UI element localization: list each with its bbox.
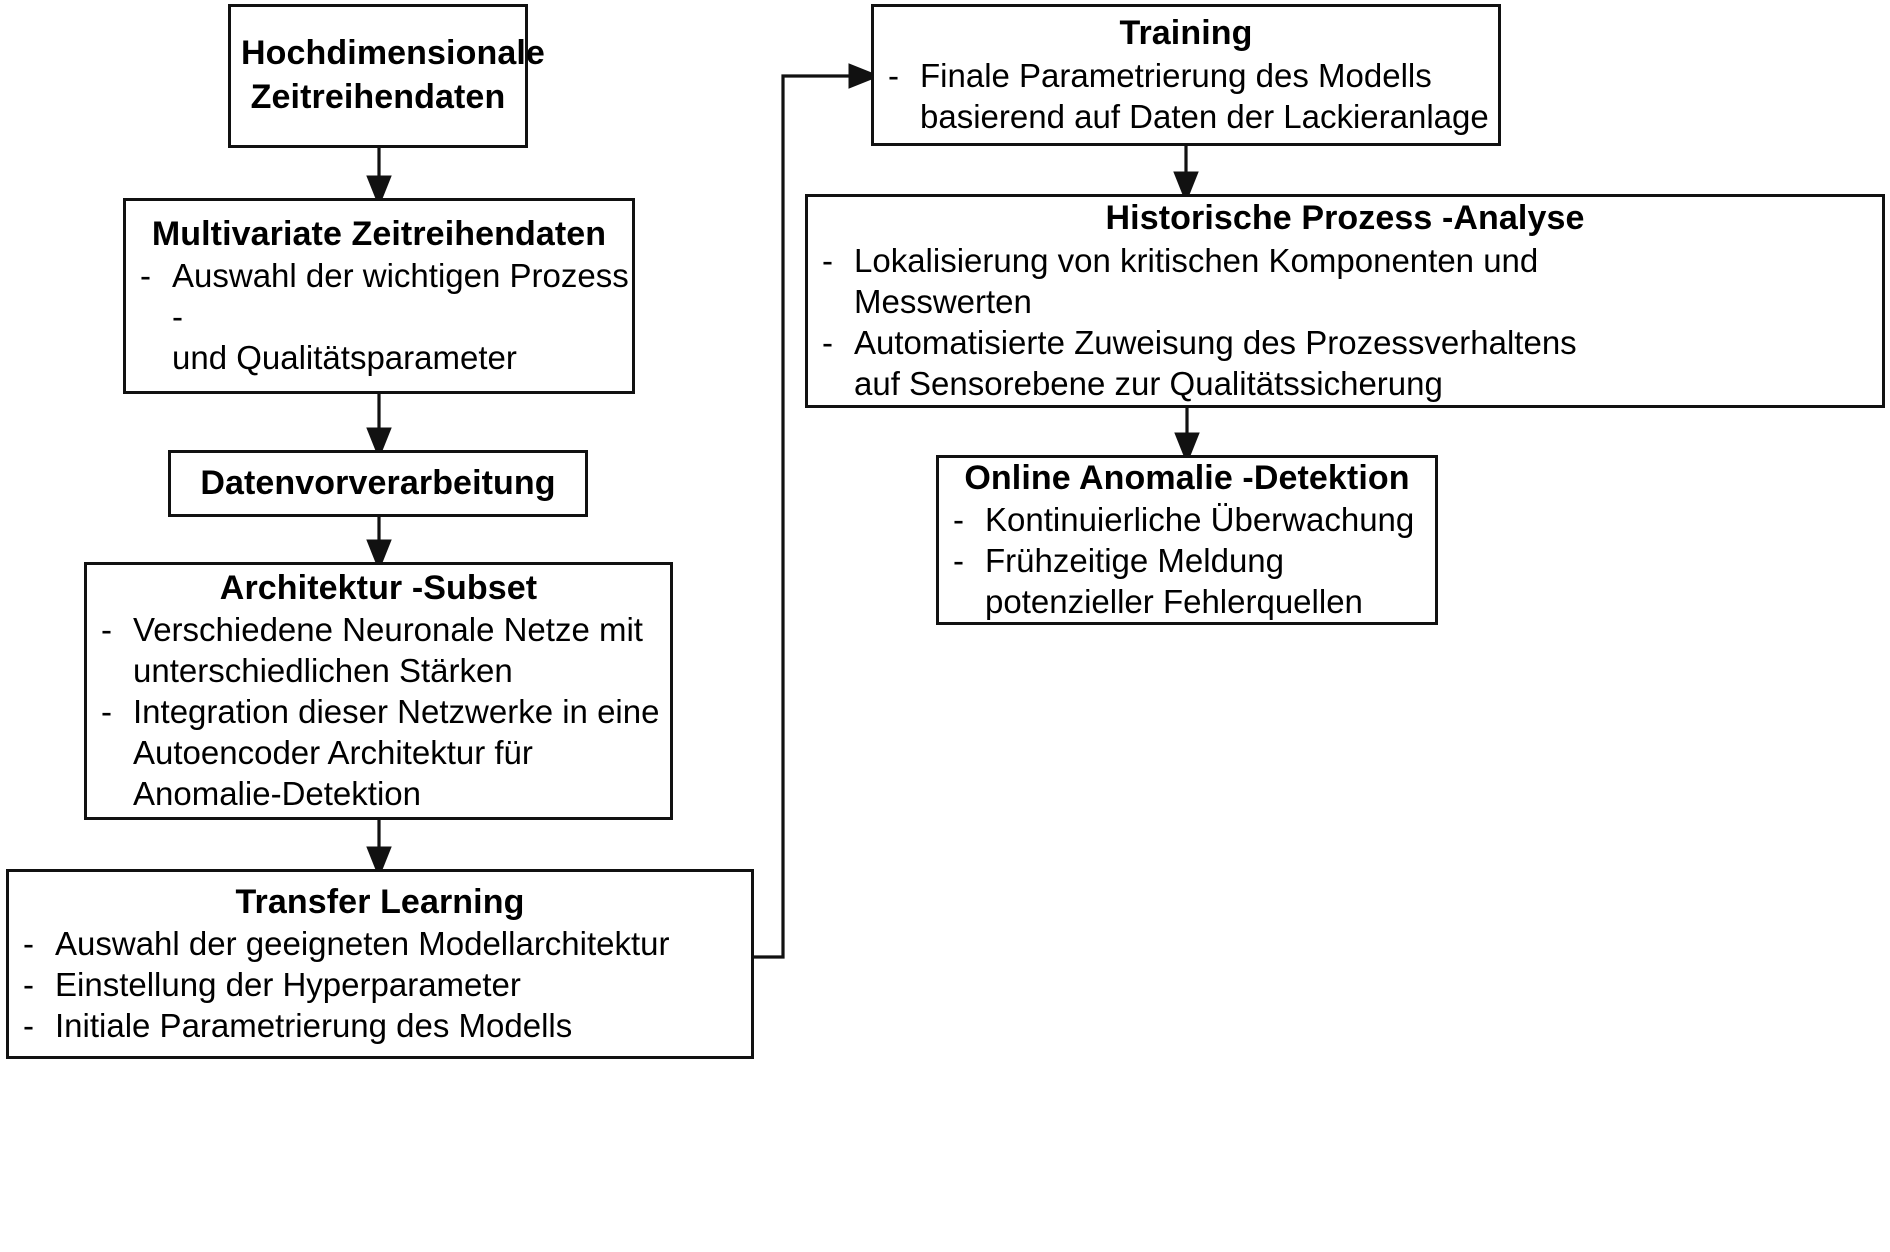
bullet-text: Auswahl der geeigneten Modellarchitektur: [55, 925, 670, 963]
bullet-text: Verschiedene Neuronale Netze mit untersc…: [133, 611, 643, 690]
list-item: - Kontinuierliche Überwachung: [939, 500, 1435, 541]
list-item: - Einstellung der Hyperparameter: [9, 965, 751, 1006]
node-title: Datenvorverarbeitung: [200, 463, 556, 502]
node-architektur-subset[interactable]: Architektur -Subset - Verschiedene Neuro…: [84, 562, 673, 820]
bullet-list: - Verschiedene Neuronale Netze mit unter…: [87, 610, 670, 815]
bullet-text: Integration dieser Netzwerke in eine Aut…: [133, 693, 660, 813]
bullet-dash: -: [101, 611, 112, 649]
bullet-list: - Lokalisierung von kritischen Komponent…: [808, 241, 1882, 405]
bullet-list: - Kontinuierliche Überwachung - Frühzeit…: [939, 500, 1435, 623]
list-item: - Auswahl der geeigneten Modellarchitekt…: [9, 924, 751, 965]
bullet-text: Frühzeitige Meldung potenzieller Fehlerq…: [985, 542, 1363, 621]
list-item: - Initiale Parametrierung des Modells: [9, 1006, 751, 1047]
bullet-dash: -: [23, 966, 34, 1004]
node-transfer-learning[interactable]: Transfer Learning - Auswahl der geeignet…: [6, 869, 754, 1059]
list-item: - Finale Parametrierung des Modells basi…: [874, 56, 1498, 138]
list-item: - Automatisierte Zuweisung des Prozessve…: [808, 323, 1882, 405]
node-title: Architektur -Subset: [219, 568, 538, 607]
bullet-list: - Auswahl der wichtigen Prozess - und Qu…: [126, 256, 632, 379]
node-online-anomalie-detektion[interactable]: Online Anomalie -Detektion - Kontinuierl…: [936, 455, 1438, 625]
bullet-text: Automatisierte Zuweisung des Prozessverh…: [854, 323, 1577, 402]
bullet-text: Auswahl der wichtigen Prozess - und Qual…: [172, 257, 629, 377]
list-item: - Lokalisierung von kritischen Komponent…: [808, 241, 1882, 323]
bullet-dash: -: [953, 542, 964, 580]
bullet-dash: -: [953, 501, 964, 539]
list-item: - Verschiedene Neuronale Netze mit unter…: [87, 610, 670, 692]
node-title: Hochdimensionale Zeitreihendaten: [241, 34, 545, 116]
node-title: Historische Prozess -Analyse: [1105, 199, 1585, 238]
bullet-dash: -: [888, 56, 899, 94]
list-item: - Integration dieser Netzwerke in eine A…: [87, 692, 670, 815]
bullet-text: Einstellung der Hyperparameter: [55, 966, 521, 1004]
node-title: Online Anomalie -Detektion: [964, 458, 1410, 497]
bullet-text: Initiale Parametrierung des Modells: [55, 1007, 573, 1045]
bullet-dash: -: [23, 925, 34, 963]
node-historische-prozess-analyse[interactable]: Historische Prozess -Analyse - Lokalisie…: [805, 194, 1885, 408]
bullet-text: Lokalisierung von kritischen Komponenten…: [854, 241, 1539, 320]
bullet-text: Kontinuierliche Überwachung: [985, 501, 1415, 539]
node-training[interactable]: Training - Finale Parametrierung des Mod…: [871, 4, 1501, 146]
bullet-dash: -: [23, 1007, 34, 1045]
bullet-dash: -: [140, 257, 151, 295]
node-datenvorverarbeitung[interactable]: Datenvorverarbeitung: [168, 450, 588, 517]
list-item: - Frühzeitige Meldung potenzieller Fehle…: [939, 541, 1435, 623]
bullet-text: Finale Parametrierung des Modells basier…: [920, 56, 1489, 135]
node-title: Multivariate Zeitreihendaten: [151, 214, 607, 253]
bullet-dash: -: [822, 241, 833, 279]
bullet-list: - Finale Parametrierung des Modells basi…: [874, 56, 1498, 138]
node-multivariate-zeitreihendaten[interactable]: Multivariate Zeitreihendaten - Auswahl d…: [123, 198, 635, 394]
node-hochdimensionale-zeitreihendaten[interactable]: Hochdimensionale Zeitreihendaten: [228, 4, 545, 148]
list-item: - Auswahl der wichtigen Prozess - und Qu…: [126, 256, 632, 379]
bullet-dash: -: [822, 323, 833, 361]
node-title: Transfer Learning: [235, 882, 525, 921]
bullet-dash: -: [101, 693, 112, 731]
node-title: Training: [1119, 14, 1253, 53]
bullet-list: - Auswahl der geeigneten Modellarchitekt…: [9, 924, 751, 1047]
